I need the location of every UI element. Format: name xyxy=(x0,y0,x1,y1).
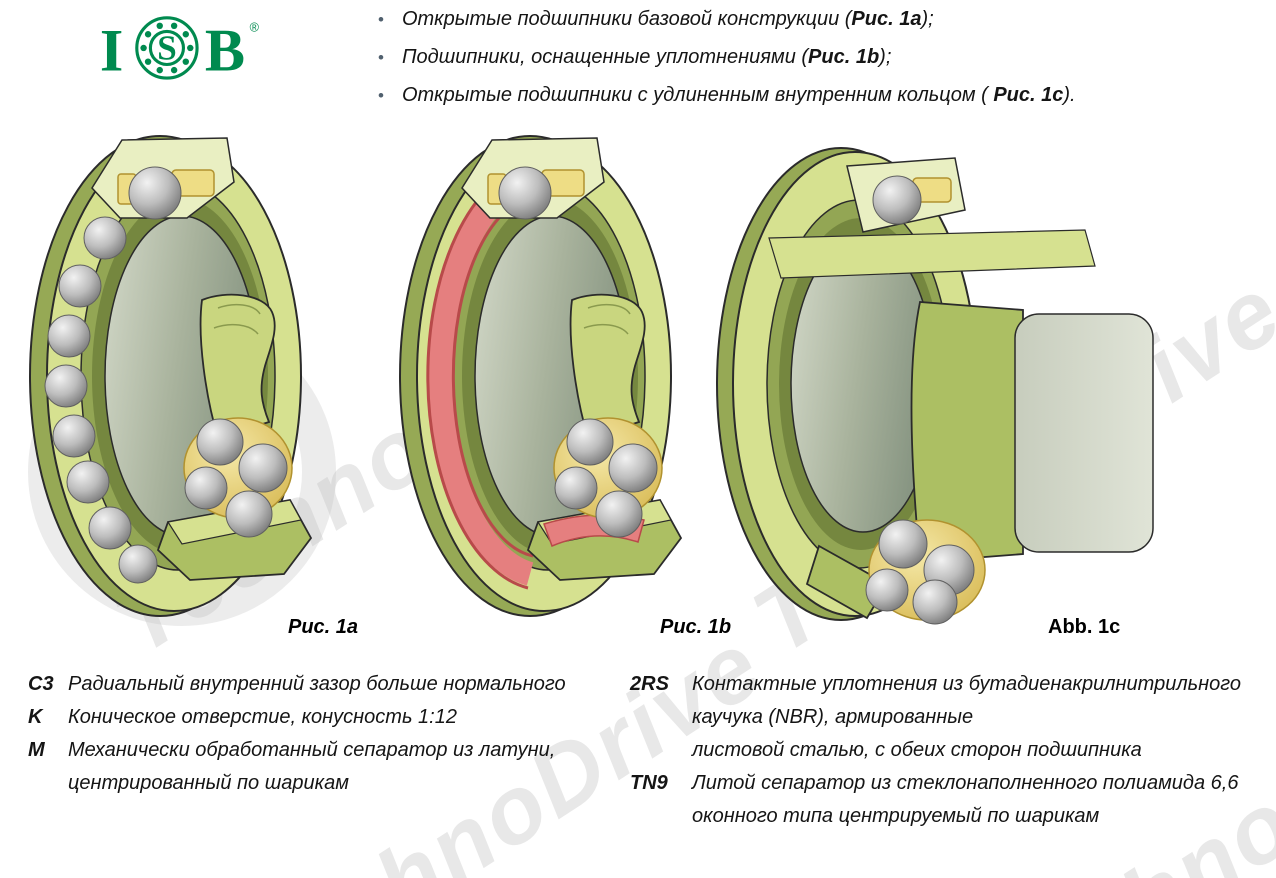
figure-reference: Рис. 1b xyxy=(808,46,880,68)
ball-cage-cluster xyxy=(183,417,293,538)
top-cutaway xyxy=(91,137,235,220)
definition-TN9: TN9 Литой сепаратор из стеклонаполненног… xyxy=(630,767,1270,833)
isb-logo: I S B ® xyxy=(92,12,272,82)
bullet-dot-icon: • xyxy=(378,86,384,105)
logo-letter-s: S xyxy=(157,29,176,68)
definition-text: Механически обработанный сепаратор из ла… xyxy=(68,739,556,794)
bullet-text: Подшипники, оснащенные уплотнениями (Рис… xyxy=(401,46,892,68)
bullet-item-1b: • Подшипники, оснащенные уплотнениями (Р… xyxy=(378,44,1258,71)
bullet-text: Открытые подшипники базовой конструкции … xyxy=(401,8,934,30)
ball xyxy=(872,175,922,225)
figure-reference: Рис. 1a xyxy=(851,8,922,30)
inner-ring-section xyxy=(569,293,646,440)
definition-term: 2RS xyxy=(630,673,669,695)
definition-C3: C3 Радиальный внутренний зазор больше но… xyxy=(28,668,608,701)
ball-cage-cluster xyxy=(553,417,663,538)
logo-letter-b: B xyxy=(205,17,245,82)
inner-ring-section xyxy=(199,293,276,440)
figure-caption-1c: Abb. 1c xyxy=(1048,616,1121,638)
bearing-illustration-sealed xyxy=(399,135,683,617)
ball xyxy=(128,166,182,220)
bullet-dot-icon: • xyxy=(378,10,384,29)
intro-bullets: • Открытые подшипники базовой конструкци… xyxy=(378,6,1258,120)
definition-term: C3 xyxy=(28,673,54,695)
definition-term: TN9 xyxy=(630,772,668,794)
definition-term: K xyxy=(28,706,43,728)
ball-cage-cluster xyxy=(865,519,986,625)
bullet-text: Открытые подшипники с удлиненным внутрен… xyxy=(401,84,1076,106)
bullet-item-1a: • Открытые подшипники базовой конструкци… xyxy=(378,6,1258,33)
inner-ring-end xyxy=(1014,313,1154,553)
figure-caption-1b: Рис. 1b xyxy=(660,616,732,638)
figure-1a xyxy=(22,130,332,630)
outer-ring-bottom-section xyxy=(805,544,889,620)
logo-letter-i: I xyxy=(100,17,123,82)
figure-reference: Рис. 1c xyxy=(993,84,1064,106)
bearing-illustration-open xyxy=(29,135,313,617)
ball xyxy=(498,166,552,220)
definition-text: Литой сепаратор из стеклонаполненного по… xyxy=(692,772,1239,827)
inner-ring-top-surface xyxy=(768,229,1096,279)
ball-row-left xyxy=(44,216,158,584)
bearing-illustration-extended-inner-ring xyxy=(716,147,1154,625)
logo-bearing-balls xyxy=(140,22,194,74)
bullet-dot-icon: • xyxy=(378,48,384,67)
top-cutaway xyxy=(461,137,605,220)
extended-inner-ring xyxy=(768,229,1154,563)
figure-1b xyxy=(392,130,702,630)
definition-text: Радиальный внутренний зазор больше норма… xyxy=(68,673,566,695)
top-cutaway xyxy=(846,157,966,233)
logo-bearing-inner-ring xyxy=(148,29,186,67)
definition-term: M xyxy=(28,739,45,761)
figure-caption-1a: Рис. 1a xyxy=(288,616,359,638)
definition-K: K Коническое отверстие, конусность 1:12 xyxy=(28,701,608,734)
bullet-item-1c: • Открытые подшипники с удлиненным внутр… xyxy=(378,82,1258,109)
definition-2RS: 2RS Контактные уплотнения из бутадиенакр… xyxy=(630,668,1270,767)
figure-1c xyxy=(715,138,1165,630)
registered-trademark-icon: ® xyxy=(250,20,260,34)
isb-logo-graphic: I S B ® xyxy=(100,16,260,82)
suffix-definitions-left: C3 Радиальный внутренний зазор больше но… xyxy=(28,668,608,800)
logo-bearing-outer-ring xyxy=(135,16,199,80)
suffix-definitions-right: 2RS Контактные уплотнения из бутадиенакр… xyxy=(630,668,1270,833)
definition-text: Коническое отверстие, конусность 1:12 xyxy=(68,706,457,728)
definition-text: Контактные уплотнения из бутадиенакрилни… xyxy=(692,673,1242,761)
definition-M: M Механически обработанный сепаратор из … xyxy=(28,734,608,800)
